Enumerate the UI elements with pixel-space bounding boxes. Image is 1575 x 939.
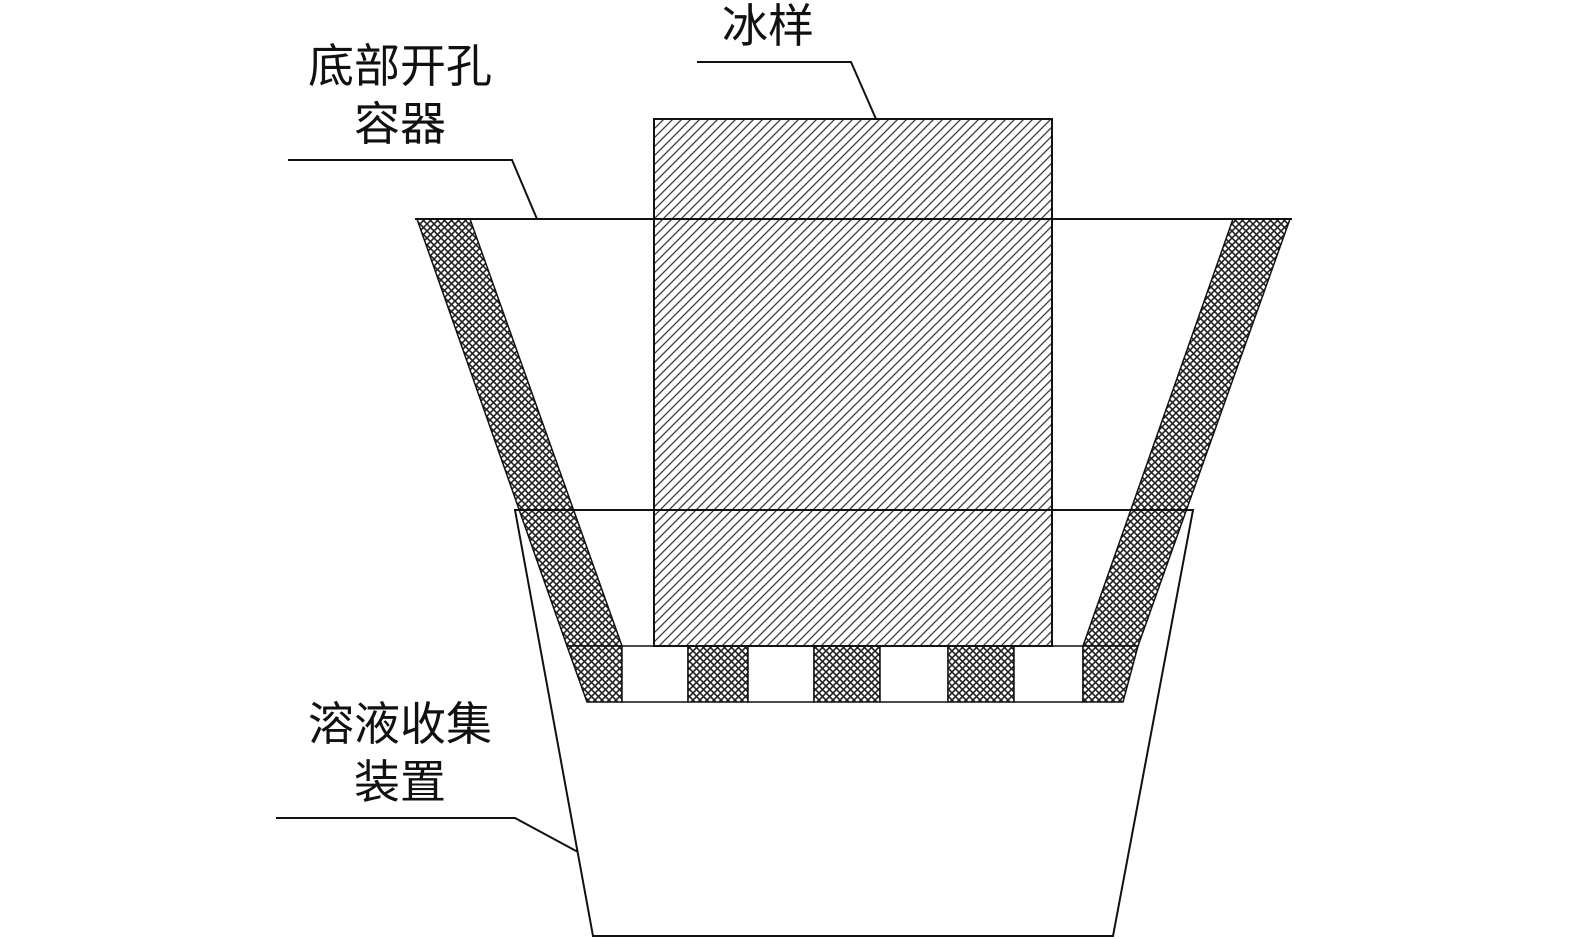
collector-leader-line: [276, 817, 579, 853]
container-right-wall: [1081, 218, 1292, 647]
container-left-wall: [415, 218, 624, 647]
bottom-hole: [621, 645, 689, 703]
bottom-hole: [879, 645, 949, 703]
bottom-segment: [813, 645, 881, 703]
ice-sample-leader-line: [697, 61, 877, 120]
collector-label-line2: 装置: [354, 755, 446, 809]
bottom-hole: [747, 645, 815, 703]
container-label-line1: 底部开孔: [308, 39, 492, 93]
bottom-segment: [687, 645, 749, 703]
ice-sample-block: [653, 118, 1053, 647]
container-leader-line: [288, 159, 538, 220]
bottom-corner-right: [1082, 645, 1139, 703]
container-label-line2: 容器: [354, 97, 446, 151]
ice-sample-label: 冰样: [722, 0, 814, 53]
bottom-segment: [947, 645, 1015, 703]
bottom-hole: [1013, 645, 1084, 703]
collector-label-line1: 溶液收集: [308, 697, 492, 751]
